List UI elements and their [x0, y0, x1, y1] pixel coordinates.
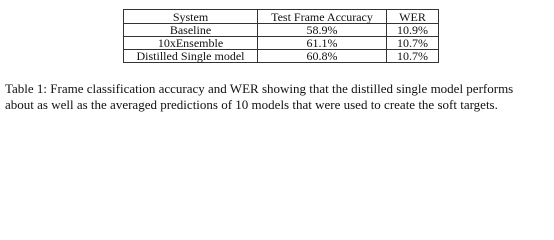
results-table-container: System Test Frame Accuracy WER Baseline …	[123, 9, 439, 63]
cell-system: Distilled Single model	[123, 49, 258, 63]
results-table: System Test Frame Accuracy WER Baseline …	[123, 9, 439, 63]
caption-line-2: about as well as the averaged prediction…	[5, 97, 498, 112]
table-row: Distilled Single model 60.8% 10.7%	[123, 49, 439, 63]
cell-accuracy: 61.1%	[257, 36, 387, 50]
cell-system: Baseline	[123, 23, 258, 37]
cell-accuracy: 58.9%	[257, 23, 387, 37]
table-caption: Table 1: Frame classification accuracy a…	[5, 81, 551, 113]
header-wer: WER	[386, 9, 439, 24]
cell-wer: 10.9%	[386, 23, 439, 37]
table-row: Baseline 58.9% 10.9%	[123, 23, 439, 37]
header-system: System	[123, 9, 258, 24]
cell-wer: 10.7%	[386, 49, 439, 63]
cell-wer: 10.7%	[386, 36, 439, 50]
table-row: 10xEnsemble 61.1% 10.7%	[123, 36, 439, 50]
header-test-frame-accuracy: Test Frame Accuracy	[257, 9, 387, 24]
table-header-row: System Test Frame Accuracy WER	[123, 9, 439, 24]
cell-system: 10xEnsemble	[123, 36, 258, 50]
caption-line-1: Table 1: Frame classification accuracy a…	[5, 81, 514, 96]
cell-accuracy: 60.8%	[257, 49, 387, 63]
